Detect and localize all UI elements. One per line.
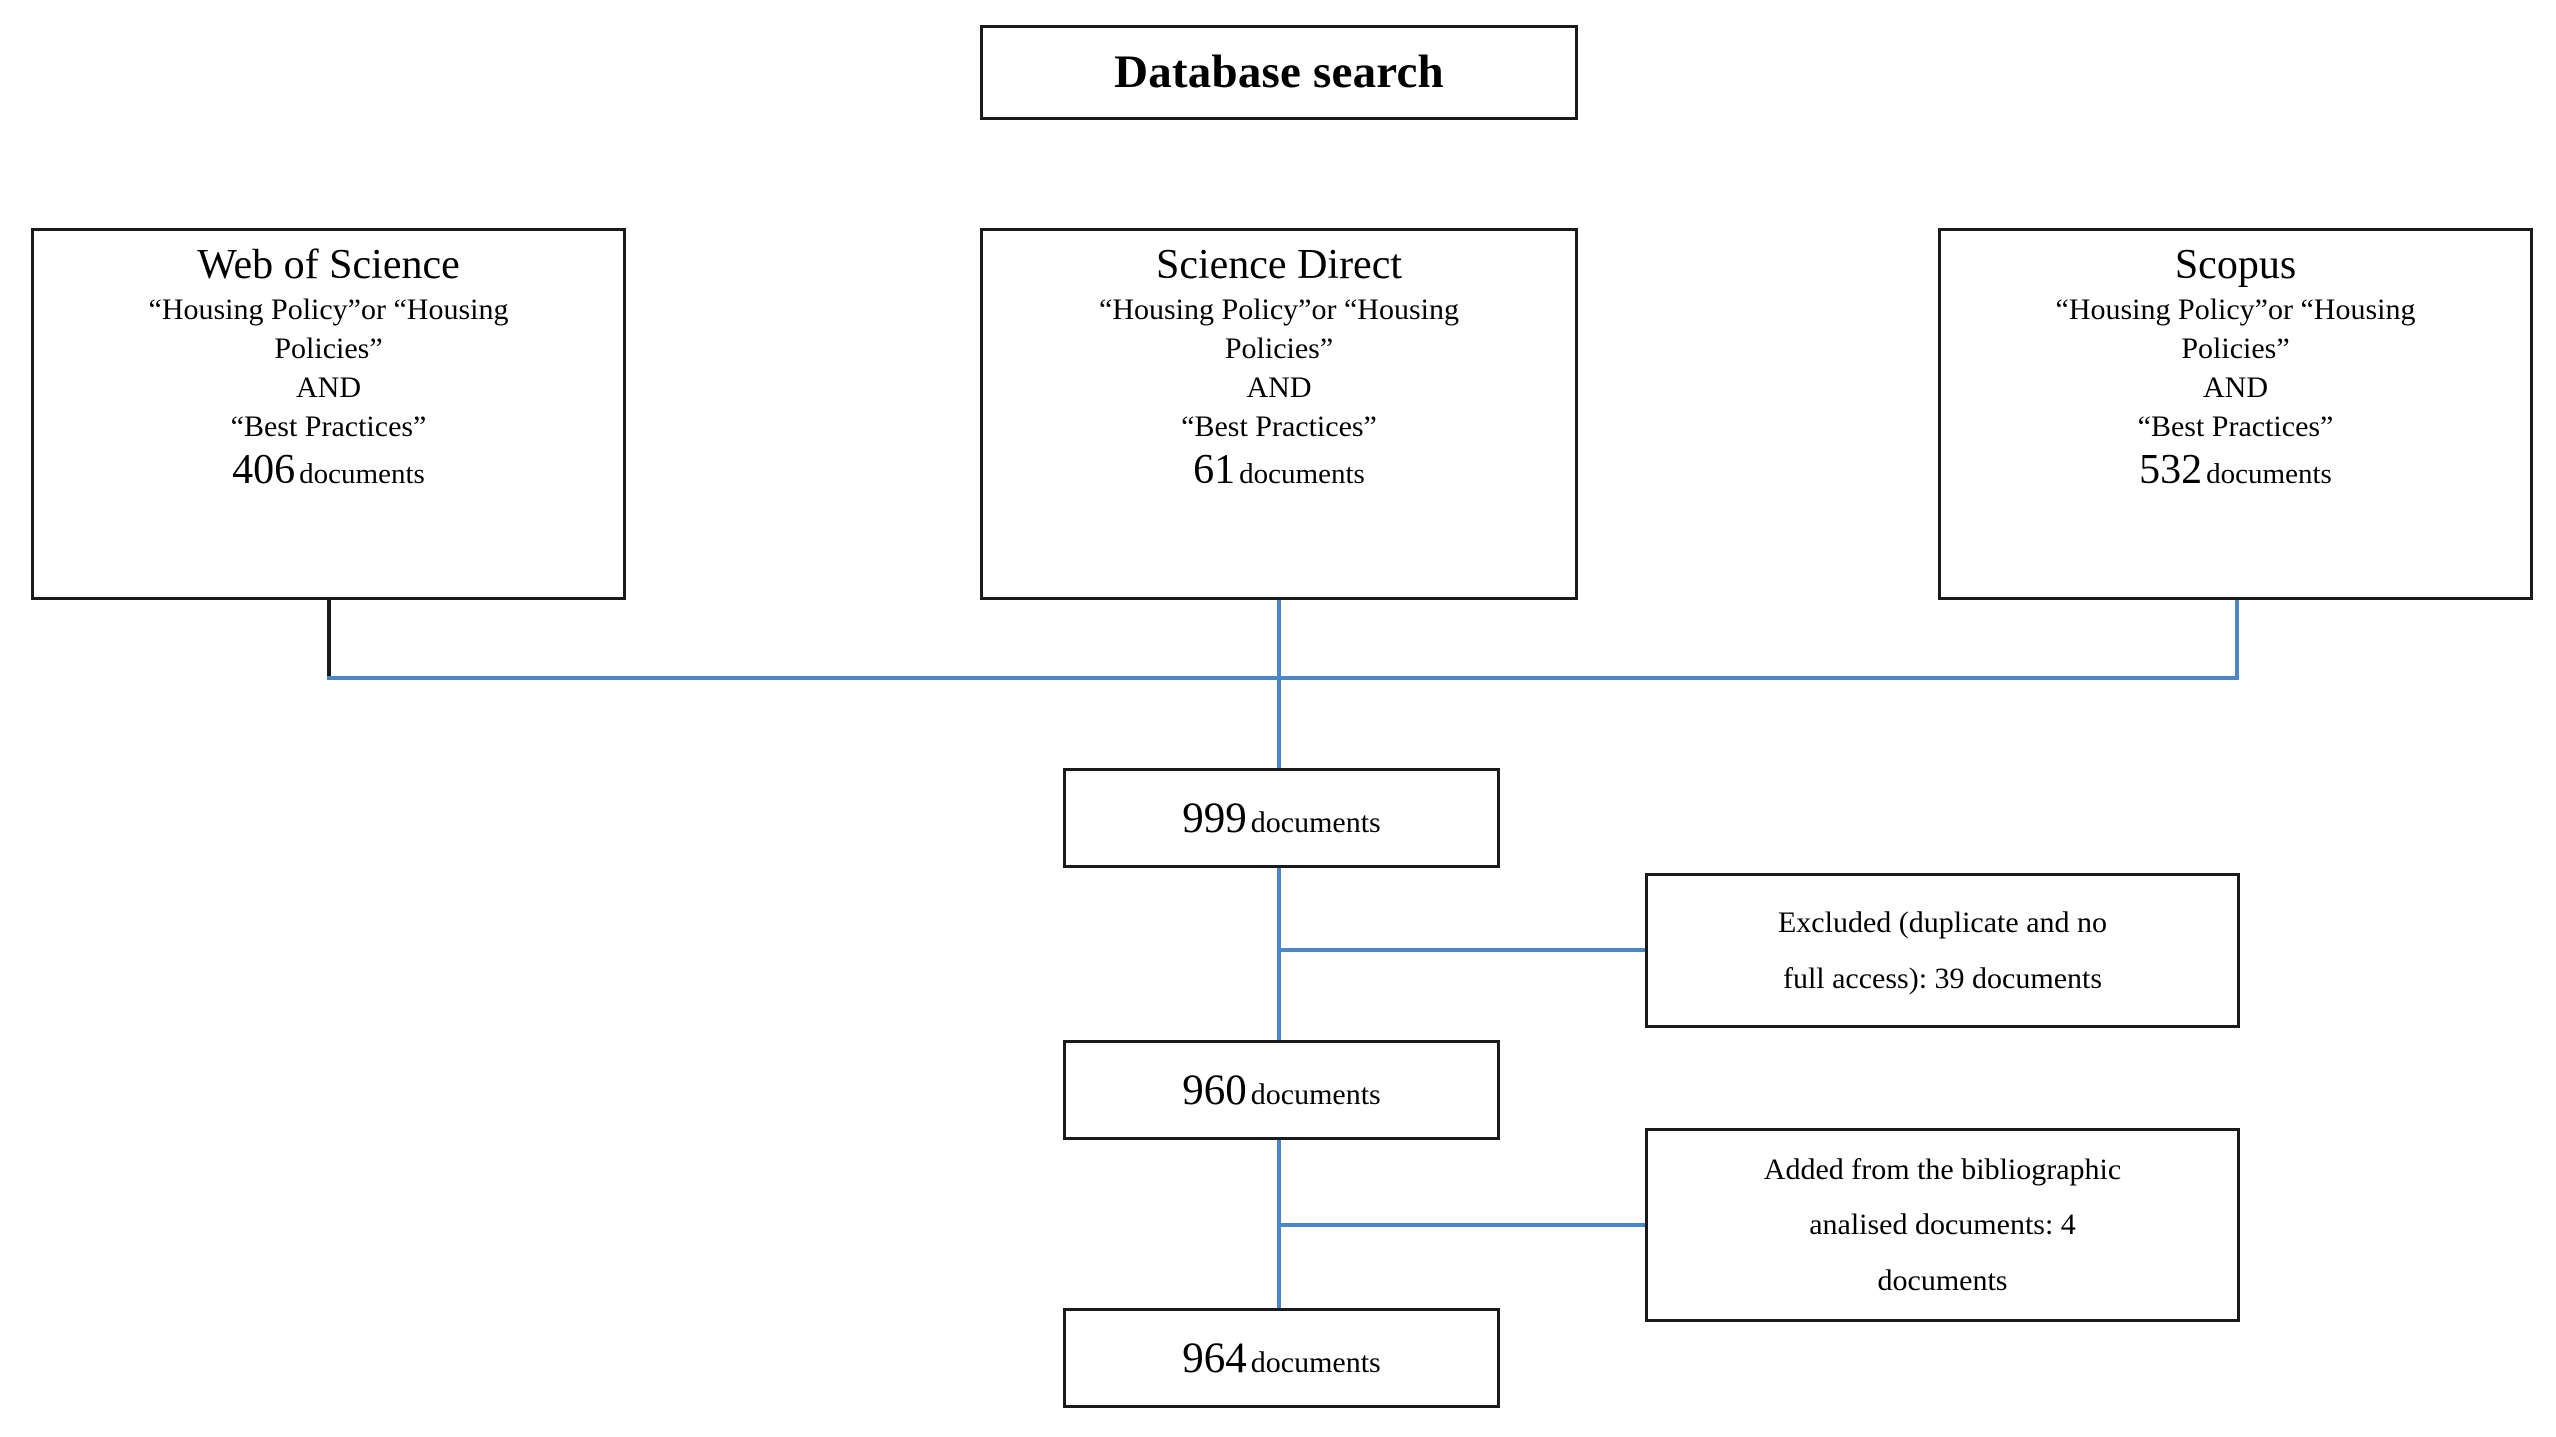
source-count-number: 406 <box>232 447 296 494</box>
stage-count-unit: documents <box>1250 805 1381 839</box>
source-count-unit: documents <box>1239 458 1365 491</box>
query-line-2: Policies” <box>1224 332 1334 366</box>
stage-box-999: 999 documents <box>1063 768 1500 868</box>
source-box-web-of-science: Web of Science “Housing Policy”or “Housi… <box>31 228 626 600</box>
source-count: 61 documents <box>1193 448 1365 492</box>
connector-999-to-960 <box>1277 868 1281 1040</box>
note-line-3: documents <box>1877 1263 2008 1297</box>
query-line-4: “Best Practices” <box>2137 410 2334 444</box>
stage-box-964: 964 documents <box>1063 1308 1500 1408</box>
stage-count-unit: documents <box>1250 1345 1381 1379</box>
query-line-3: AND <box>296 371 361 405</box>
note-line-1: Excluded (duplicate and no <box>1777 906 2108 939</box>
query-line-3: AND <box>2203 371 2268 405</box>
note-box-excluded: Excluded (duplicate and no full access):… <box>1645 873 2240 1028</box>
source-box-scopus: Scopus “Housing Policy”or “Housing Polic… <box>1938 228 2533 600</box>
query-line-1: “Housing Policy”or “Housing <box>2055 293 2416 327</box>
source-box-science-direct: Science Direct “Housing Policy”or “Housi… <box>980 228 1578 600</box>
connector-scopus-stub <box>2235 600 2239 680</box>
stage-count-number: 960 <box>1182 1066 1247 1114</box>
note-line-2: analised documents: 4 <box>1809 1208 2076 1242</box>
source-query: “Housing Policy”or “Housing Policies” AN… <box>1951 290 2520 446</box>
source-name: Web of Science <box>197 242 460 288</box>
note-line-1: Added from the bibliographic <box>1763 1152 2122 1186</box>
source-name: Scopus <box>2174 242 2297 288</box>
query-line-2: Policies” <box>2181 332 2290 366</box>
source-count-number: 61 <box>1193 447 1236 494</box>
connector-science-direct-stub <box>1277 600 1281 768</box>
query-line-4: “Best Practices” <box>230 410 427 444</box>
connector-wos-stub <box>327 600 331 680</box>
query-line-1: “Housing Policy”or “Housing <box>1099 293 1459 327</box>
database-search-title-box: Database search <box>980 25 1578 120</box>
stage-count: 964 documents <box>1182 1337 1380 1380</box>
stage-box-960: 960 documents <box>1063 1040 1500 1140</box>
connector-branch-excluded <box>1277 948 1647 952</box>
stage-count: 999 documents <box>1182 797 1380 840</box>
source-count-unit: documents <box>299 458 425 491</box>
connector-branch-added <box>1277 1223 1647 1227</box>
query-line-3: AND <box>1246 371 1312 405</box>
source-query: “Housing Policy”or “Housing Policies” AN… <box>993 290 1565 446</box>
note-box-added: Added from the bibliographic analised do… <box>1645 1128 2240 1322</box>
source-query: “Housing Policy”or “Housing Policies” AN… <box>44 290 613 446</box>
stage-count: 960 documents <box>1182 1069 1380 1112</box>
query-line-1: “Housing Policy”or “Housing <box>148 293 509 327</box>
source-count-unit: documents <box>2206 458 2332 491</box>
connector-manifold <box>327 676 2239 680</box>
source-count: 406 documents <box>232 448 425 492</box>
stage-count-number: 964 <box>1182 1334 1247 1382</box>
source-count: 532 documents <box>2139 448 2332 492</box>
source-name: Science Direct <box>1155 242 1403 288</box>
note-line-2: full access): 39 documents <box>1782 961 2103 995</box>
query-line-2: Policies” <box>274 332 383 366</box>
stage-count-number: 999 <box>1182 794 1247 842</box>
source-count-number: 532 <box>2139 447 2203 494</box>
query-line-4: “Best Practices” <box>1181 410 1377 444</box>
page-title: Database search <box>1114 46 1444 98</box>
stage-count-unit: documents <box>1250 1077 1381 1111</box>
